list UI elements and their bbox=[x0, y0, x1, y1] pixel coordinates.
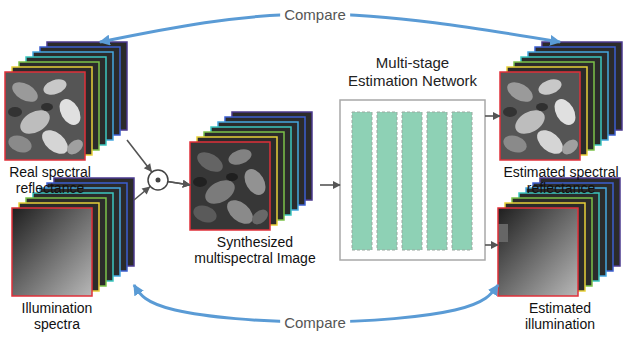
image-stack: Real spectral reflectance bbox=[5, 42, 127, 198]
leaf-image bbox=[190, 142, 271, 230]
stack-label: Synthesized multispectral Image bbox=[190, 234, 320, 266]
image-stack-picture bbox=[500, 42, 622, 160]
stack-label: Estimated illumination bbox=[498, 300, 622, 332]
multiply-dot bbox=[156, 178, 161, 183]
front-frame bbox=[12, 208, 92, 296]
connector bbox=[485, 115, 500, 117]
network-frame bbox=[340, 100, 485, 260]
front-frame bbox=[498, 208, 578, 296]
network-picture bbox=[340, 100, 485, 260]
stage-bar bbox=[452, 112, 472, 250]
patch bbox=[498, 224, 508, 242]
connector bbox=[127, 140, 190, 185]
image-stack-picture bbox=[5, 42, 127, 160]
leaf-image bbox=[5, 72, 86, 160]
stage-bar bbox=[377, 112, 397, 250]
image-stack: Illumination spectra bbox=[12, 178, 134, 334]
image-stack-picture bbox=[190, 112, 312, 230]
stack-label: Estimated spectral reflectance bbox=[500, 164, 622, 196]
shading bbox=[190, 142, 270, 230]
front-frame bbox=[5, 72, 85, 160]
edge-label: Compare bbox=[280, 6, 350, 23]
stack-label: Illumination spectra bbox=[12, 300, 102, 332]
image-stack: Estimated spectral reflectance bbox=[500, 42, 622, 198]
network-box: Multi-stage Estimation Network bbox=[340, 52, 485, 262]
front-frame bbox=[190, 142, 270, 230]
illumination-image bbox=[498, 208, 578, 296]
leaf-image bbox=[500, 72, 581, 160]
stage-bar bbox=[352, 112, 372, 250]
illumination-image bbox=[12, 208, 92, 296]
connector bbox=[320, 184, 340, 186]
stack-label: Real spectral reflectance bbox=[5, 164, 95, 196]
stage-bar bbox=[427, 112, 447, 250]
connector bbox=[485, 244, 498, 246]
network-title: Multi-stage Estimation Network bbox=[340, 54, 485, 90]
edge-label: Compare bbox=[280, 314, 350, 331]
front-frame bbox=[500, 72, 580, 160]
image-stack: Synthesized multispectral Image bbox=[190, 112, 320, 268]
image-stack: Estimated illumination bbox=[498, 178, 622, 334]
multiply-symbol bbox=[148, 170, 168, 190]
stage-bar bbox=[402, 112, 422, 250]
